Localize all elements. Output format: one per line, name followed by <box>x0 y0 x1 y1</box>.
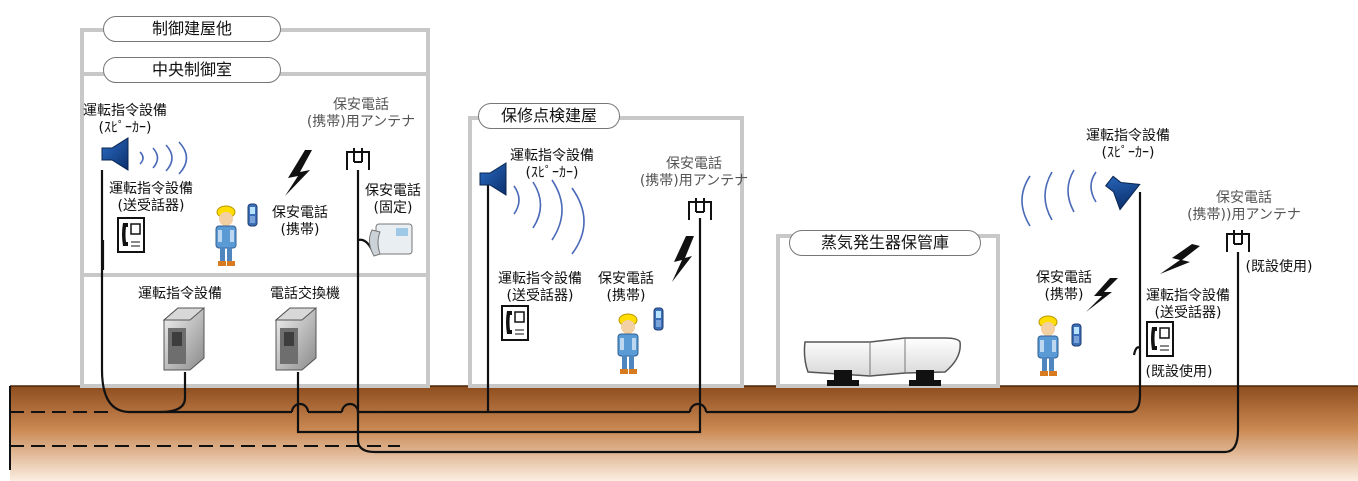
mobile-phone-icon-cc <box>247 203 258 227</box>
command-server-icon <box>163 307 205 371</box>
worker-icon-mb <box>617 313 639 375</box>
antenna-label-mb: 保安電話(携帯)用アンテナ <box>639 156 749 189</box>
handset-existing-label: (既設使用) <box>1145 364 1213 380</box>
mobile-label-cc: 保安電話(携帯) <box>272 205 328 238</box>
control-building-title: 制御建屋他 <box>103 16 281 42</box>
lightning-icons <box>285 150 1200 312</box>
antenna-existing-label: (既設使用) <box>1245 259 1313 275</box>
speaker-label-cc: 運転指令設備(ｽﾋﾟｰｶｰ) <box>83 103 167 136</box>
maintenance-building-title: 保修点検建屋 <box>478 103 620 129</box>
mobile-label-out: 保安電話(携帯) <box>1036 270 1092 303</box>
speaker-label-out: 運転指令設備(ｽﾋﾟｰｶｰ) <box>1086 128 1170 161</box>
antenna-label-cc: 保安電話(携帯)用アンテナ <box>306 97 416 130</box>
command-server-label: 運転指令設備 <box>138 286 222 302</box>
exchange-label: 電話交換機 <box>270 286 340 302</box>
handset-label-mb: 運転指令設備(送受話器) <box>498 271 582 304</box>
mobile-phone-icon-out <box>1071 323 1082 347</box>
antenna-label-out: 保安電話(携帯))用アンテナ <box>1187 190 1301 223</box>
handset-icon-out <box>1146 321 1174 357</box>
telephone-exchange-icon <box>275 307 317 371</box>
speaker-icon-cc <box>101 137 129 171</box>
worker-icon-out <box>1037 315 1059 377</box>
central-control-room-title: 中央制御室 <box>103 57 281 83</box>
sg-storage-title: 蒸気発生器保管庫 <box>789 230 981 256</box>
handset-icon-cc <box>117 217 145 253</box>
handset-icon-mb <box>501 305 529 341</box>
cable-network <box>100 170 1240 454</box>
mobile-label-mb: 保安電話(携帯) <box>598 271 654 304</box>
speaker-icon-out <box>1099 167 1141 211</box>
speaker-label-mb: 運転指令設備(ｽﾋﾟｰｶｰ) <box>510 148 594 181</box>
mobile-phone-icon-mb <box>653 307 664 331</box>
fixed-phone-label: 保安電話(固定) <box>365 183 421 216</box>
antenna-icon-out <box>1226 229 1250 253</box>
fixed-phone-icon <box>368 223 413 257</box>
worker-icon-cc <box>215 205 237 267</box>
antenna-icon-mb <box>688 197 712 221</box>
antenna-icon-cc <box>346 147 370 171</box>
handset-label-out: 運転指令設備(送受話器) <box>1146 288 1230 321</box>
steam-generator-tank <box>803 337 961 386</box>
speaker-waves <box>139 141 1097 255</box>
handset-label-cc: 運転指令設備(送受話器) <box>109 181 193 214</box>
